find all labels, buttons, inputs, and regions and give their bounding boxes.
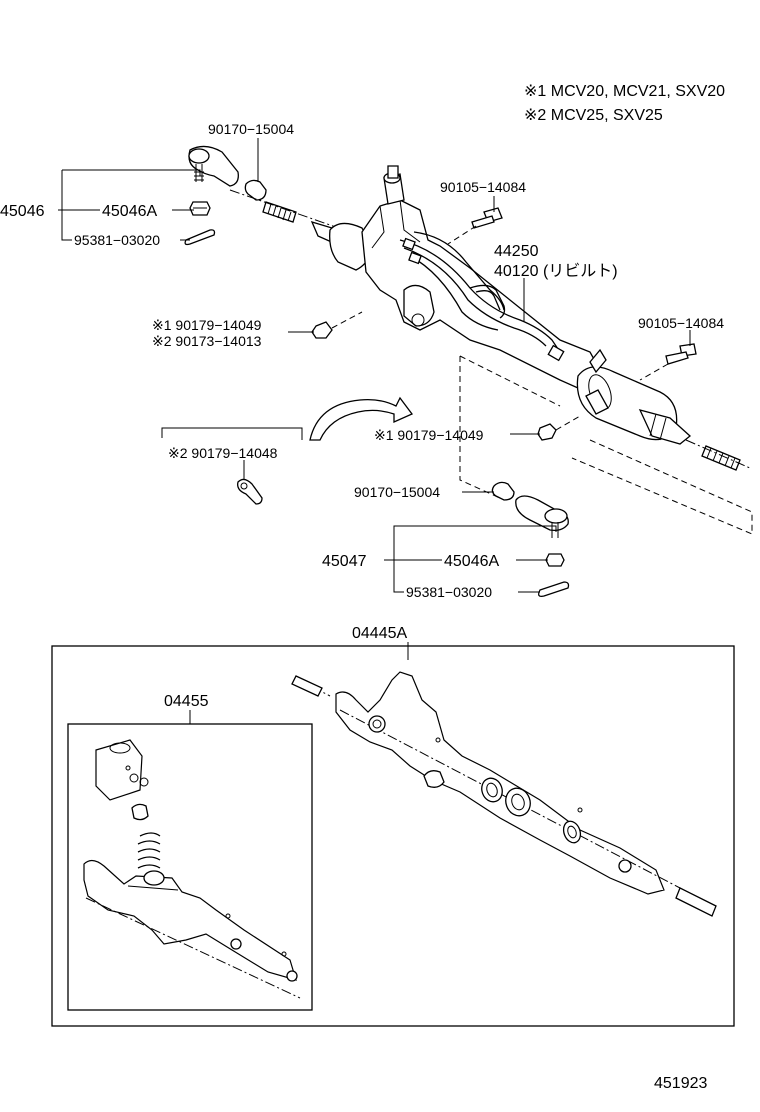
label-04455: 04455 [164,693,209,710]
label-45046: 45046 [0,203,45,220]
label-04445A: 04445A [352,625,407,642]
label-40120: 40120 (リビルト) [494,262,618,280]
label-44250: 44250 [494,243,539,260]
bolt-90105-top [447,207,503,245]
label-45047: 45047 [322,553,367,570]
label-95381-top: 95381−03020 [74,232,160,248]
kit-box-04445A [51,645,735,1027]
figure-number: 451923 [654,1075,707,1092]
nut-90179-right [537,415,581,441]
nut-45046A-top [189,201,211,216]
label-90170-bottom: 90170−15004 [354,484,440,500]
note-2: ※2 MCV25, SXV25 [524,107,663,124]
kit-box-04455 [67,723,313,1011]
kit-04445A-parts [291,671,717,917]
cotter-pin-bottom [538,581,570,598]
label-45046A-top: 45046A [102,203,157,220]
leader-lines-upper [58,138,691,593]
steering-rack-housing [310,165,751,471]
label-45046A-bottom: 45046A [444,553,499,570]
arrow-indicator [309,396,414,441]
kit-04455-parts [83,739,301,999]
clip-90179-14048 [237,478,263,505]
label-90179-14048: ※2 90179−14048 [168,445,278,461]
cotter-pin-top [184,229,216,246]
label-90105-top: 90105−14084 [440,179,526,195]
bolt-90105-right [639,343,697,381]
nut-90179-left [311,311,363,339]
tie-rod-end-left [188,145,239,187]
label-95381-bottom: 95381−03020 [406,584,492,600]
label-90179-14049-b: ※1 90179−14049 [374,427,484,443]
tie-rod-end-right [515,495,569,538]
label-90179-14049-a: ※1 90179−14049 [152,317,262,333]
label-90105-right: 90105−14084 [638,315,724,331]
nut-45046A-bottom [545,553,565,567]
label-90170-top: 90170−15004 [208,121,294,137]
note-1: ※1 MCV20, MCV21, SXV20 [524,83,725,100]
threaded-rod-top [229,189,351,233]
label-90173-14013: ※2 90173−14013 [152,333,262,349]
clamp-90170-bottom [491,481,515,501]
clamp-90170-top [244,179,267,201]
